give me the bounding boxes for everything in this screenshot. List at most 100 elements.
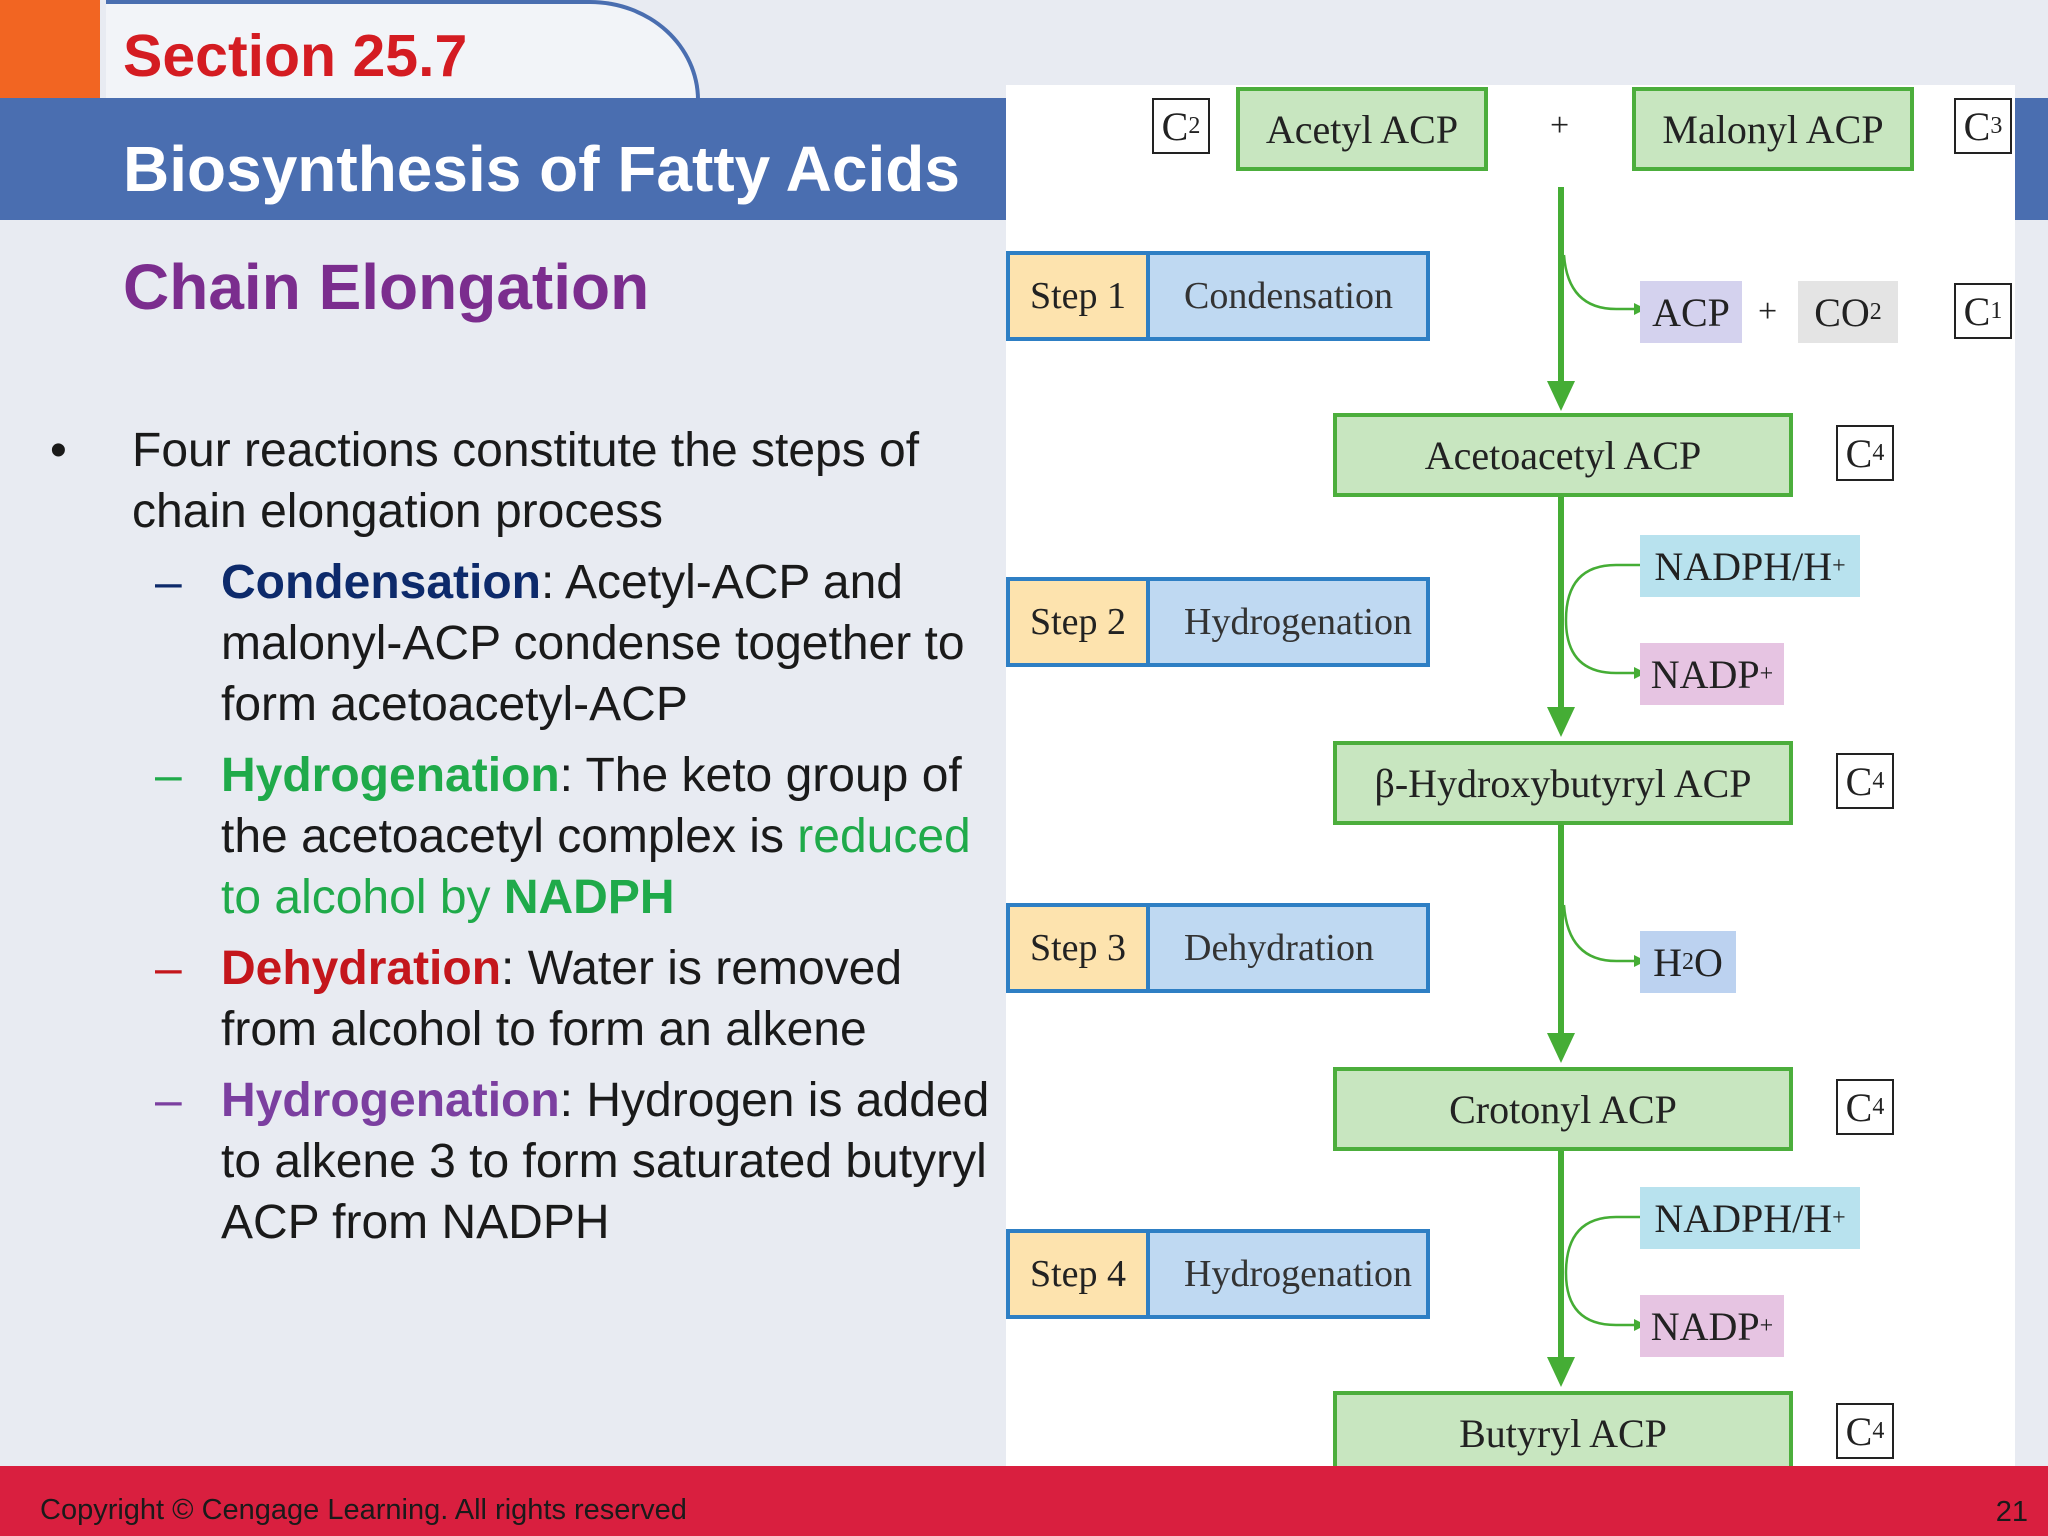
sub-bullet-hydrogenation-2: – Hydrogenation: Hydrogen is added to al… [50,1070,990,1253]
malonyl-acp-box: Malonyl ACP [1632,87,1914,171]
section-accent [0,0,100,100]
carbon-c3-text: C [1963,103,1991,149]
step-4-box: Step 4 Hydrogenation [1006,1229,1430,1319]
bullet-list: • Four reactions constitute the steps of… [50,420,990,1253]
nadp-step4: NADP+ [1640,1295,1784,1357]
text-hydrogenation-2: : Hydrogen is added to alkene 3 to form … [221,1074,990,1249]
h2o-h: H [1653,939,1682,985]
step-1-label: Step 1 [1010,255,1150,337]
text-condensation: : Acetyl-ACP and malonyl-ACP condense to… [221,556,965,731]
co2-sub: 2 [1869,298,1882,325]
step-3-label: Step 3 [1010,907,1150,989]
arrowhead-main-4 [1547,1357,1575,1387]
dash-marker: – [155,1074,182,1127]
step-1-box: Step 1 Condensation [1006,251,1430,341]
carbon-c2-text: C [1161,103,1189,149]
branch-step4 [1564,1215,1646,1327]
branch-step3 [1562,904,1634,963]
slide-subtitle: Chain Elongation [123,251,650,323]
step-4-label: Step 4 [1010,1233,1150,1315]
acetyl-acp-box: Acetyl ACP [1236,87,1488,171]
co2-text: CO [1814,289,1870,335]
slide-title: Biosynthesis of Fatty Acids [123,133,960,205]
h2o-o: O [1694,939,1723,985]
nadph-step2: NADPH/H+ [1640,535,1860,597]
text-hydrogenation-1-highlight: reduced to alcohol by [221,810,971,924]
term-dehydration: Dehydration [221,942,502,995]
sub-bullet-dehydration: – Dehydration: Water is removed from alc… [50,938,990,1060]
nadp-step2: NADP+ [1640,643,1784,705]
text-dehydration: : Water is removed from alcohol to form … [221,942,903,1056]
dash-marker: – [155,556,182,609]
h2o-sub: 2 [1682,948,1694,975]
nadph-sup: + [1832,552,1846,579]
dash-marker: – [155,942,182,995]
term-hydrogenation-2: Hydrogenation [221,1074,560,1127]
carbon-c1-text: C [1963,288,1991,334]
nadph-text: NADPH/H [1654,543,1833,589]
carbon-c4-text: C [1845,758,1873,804]
carbon-c4-text: C [1845,430,1873,476]
copyright-text: Copyright © Cengage Learning. All rights… [40,1494,687,1526]
nadph-text: NADPH/H [1654,1195,1833,1241]
carbon-c4-sub: 4 [1872,1417,1885,1444]
nadp-text: NADP [1650,651,1760,697]
carbon-c4-sub: 4 [1872,439,1885,466]
arrowhead-main-3 [1547,1033,1575,1063]
branch-step2 [1564,563,1646,675]
branch-step1 [1562,254,1634,311]
footer-band [0,1466,2048,1536]
acetoacetyl-acp-box: Acetoacetyl ACP [1333,413,1793,497]
carbon-c1-sub: 1 [1990,297,2003,324]
term-hydrogenation-1: Hydrogenation [221,749,560,802]
step-1-name: Condensation [1150,255,1426,337]
bullet-main: • Four reactions constitute the steps of… [50,420,990,542]
sub-bullet-condensation: – Condensation: Acetyl-ACP and malonyl-A… [50,552,990,735]
term-condensation: Condensation [221,556,541,609]
acp-released: ACP [1640,281,1742,343]
pathway-arrows [1547,187,1646,1387]
plus-sign-step1: + [1758,293,1778,330]
bullet-marker: • [50,424,67,477]
dash-marker: – [155,749,182,802]
step-4-name: Hydrogenation [1150,1233,1426,1315]
nadp-sup: + [1759,1312,1774,1339]
nadp-sup: + [1759,660,1774,687]
step-2-name: Hydrogenation [1150,581,1426,663]
step-3-box: Step 3 Dehydration [1006,903,1430,993]
plus-sign: + [1550,107,1570,144]
carbon-c4-sub: 4 [1872,767,1885,794]
header-tab [106,0,700,100]
nadph-sup: + [1832,1204,1846,1231]
arrowhead-main-2 [1547,707,1575,737]
step-3-name: Dehydration [1150,907,1426,989]
nadph-step4: NADPH/H+ [1640,1187,1860,1249]
section-title: Section 25.7 [123,23,468,89]
carbon-c4-text: C [1845,1084,1873,1130]
nadp-text: NADP [1650,1303,1760,1349]
term-nadph: NADPH [503,871,675,924]
text-hydrogenation-1: : The keto group of the acetoacetyl comp… [221,749,962,863]
sub-bullet-hydrogenation-1: – Hydrogenation: The keto group of the a… [50,745,990,928]
carbon-c4-sub: 4 [1872,1093,1885,1120]
crotonyl-acp-box: Crotonyl ACP [1333,1067,1793,1151]
carbon-c3-sub: 3 [1990,112,2003,139]
page-number: 21 [1995,1496,2028,1528]
step-2-label: Step 2 [1010,581,1150,663]
bullet-main-text: Four reactions constitute the steps of c… [132,424,920,538]
carbon-c4-text: C [1845,1408,1873,1454]
butyryl-acp-box: Butyryl ACP [1333,1391,1793,1475]
carbon-c2-sub: 2 [1188,112,1201,139]
hydroxybutyryl-acp-box: β-Hydroxybutyryl ACP [1333,741,1793,825]
arrowhead-main-1 [1547,381,1575,411]
